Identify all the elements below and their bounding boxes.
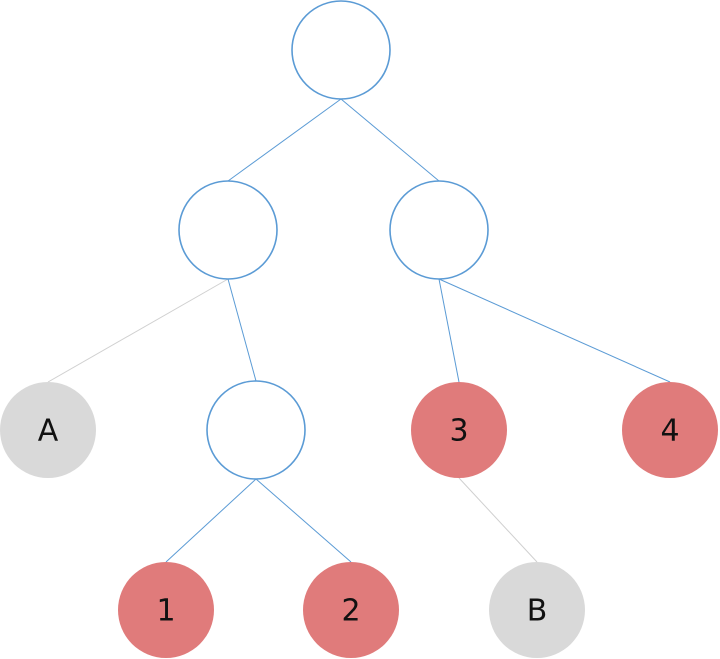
node-right-internal [389, 180, 489, 280]
node-circle-left-right-internal [206, 380, 306, 480]
node-label-leaf-4: 4 [660, 414, 679, 449]
node-circle-leaf-a [0, 382, 96, 478]
edge-leaf-3-to-leaf-b [458, 477, 538, 563]
node-circle-leaf-2 [303, 562, 399, 658]
node-label-leaf-2: 2 [341, 594, 360, 629]
node-circle-leaf-4 [622, 382, 718, 478]
node-leaf-a: A [0, 382, 96, 478]
node-label-leaf-a: A [38, 414, 59, 449]
node-label-leaf-3: 3 [449, 414, 468, 449]
edge-right-internal-to-leaf-4 [438, 278, 671, 383]
node-circle-root [291, 0, 391, 100]
node-leaf-b: B [489, 562, 585, 658]
node-leaf-3: 3 [411, 382, 507, 478]
node-circle-leaf-b [489, 562, 585, 658]
node-circle-left-internal [178, 180, 278, 280]
edge-left-right-internal-to-leaf-1 [165, 478, 257, 563]
node-left-right-internal [206, 380, 306, 480]
node-leaf-2: 2 [303, 562, 399, 658]
edge-root-to-left-internal [227, 98, 342, 182]
node-circle-leaf-1 [118, 562, 214, 658]
edge-left-right-internal-to-leaf-2 [255, 478, 352, 563]
node-left-internal [178, 180, 278, 280]
node-label-leaf-1: 1 [156, 594, 175, 629]
edge-left-internal-to-leaf-a [47, 278, 229, 383]
node-root [291, 0, 391, 100]
node-circle-leaf-3 [411, 382, 507, 478]
node-label-leaf-b: B [527, 594, 548, 629]
node-leaf-4: 4 [622, 382, 718, 478]
edge-root-to-right-internal [340, 98, 440, 182]
node-leaf-1: 1 [118, 562, 214, 658]
edges-layer [47, 98, 671, 563]
edge-left-internal-to-left-right-internal [227, 278, 257, 382]
node-circle-right-internal [389, 180, 489, 280]
edge-right-internal-to-leaf-3 [438, 278, 460, 383]
